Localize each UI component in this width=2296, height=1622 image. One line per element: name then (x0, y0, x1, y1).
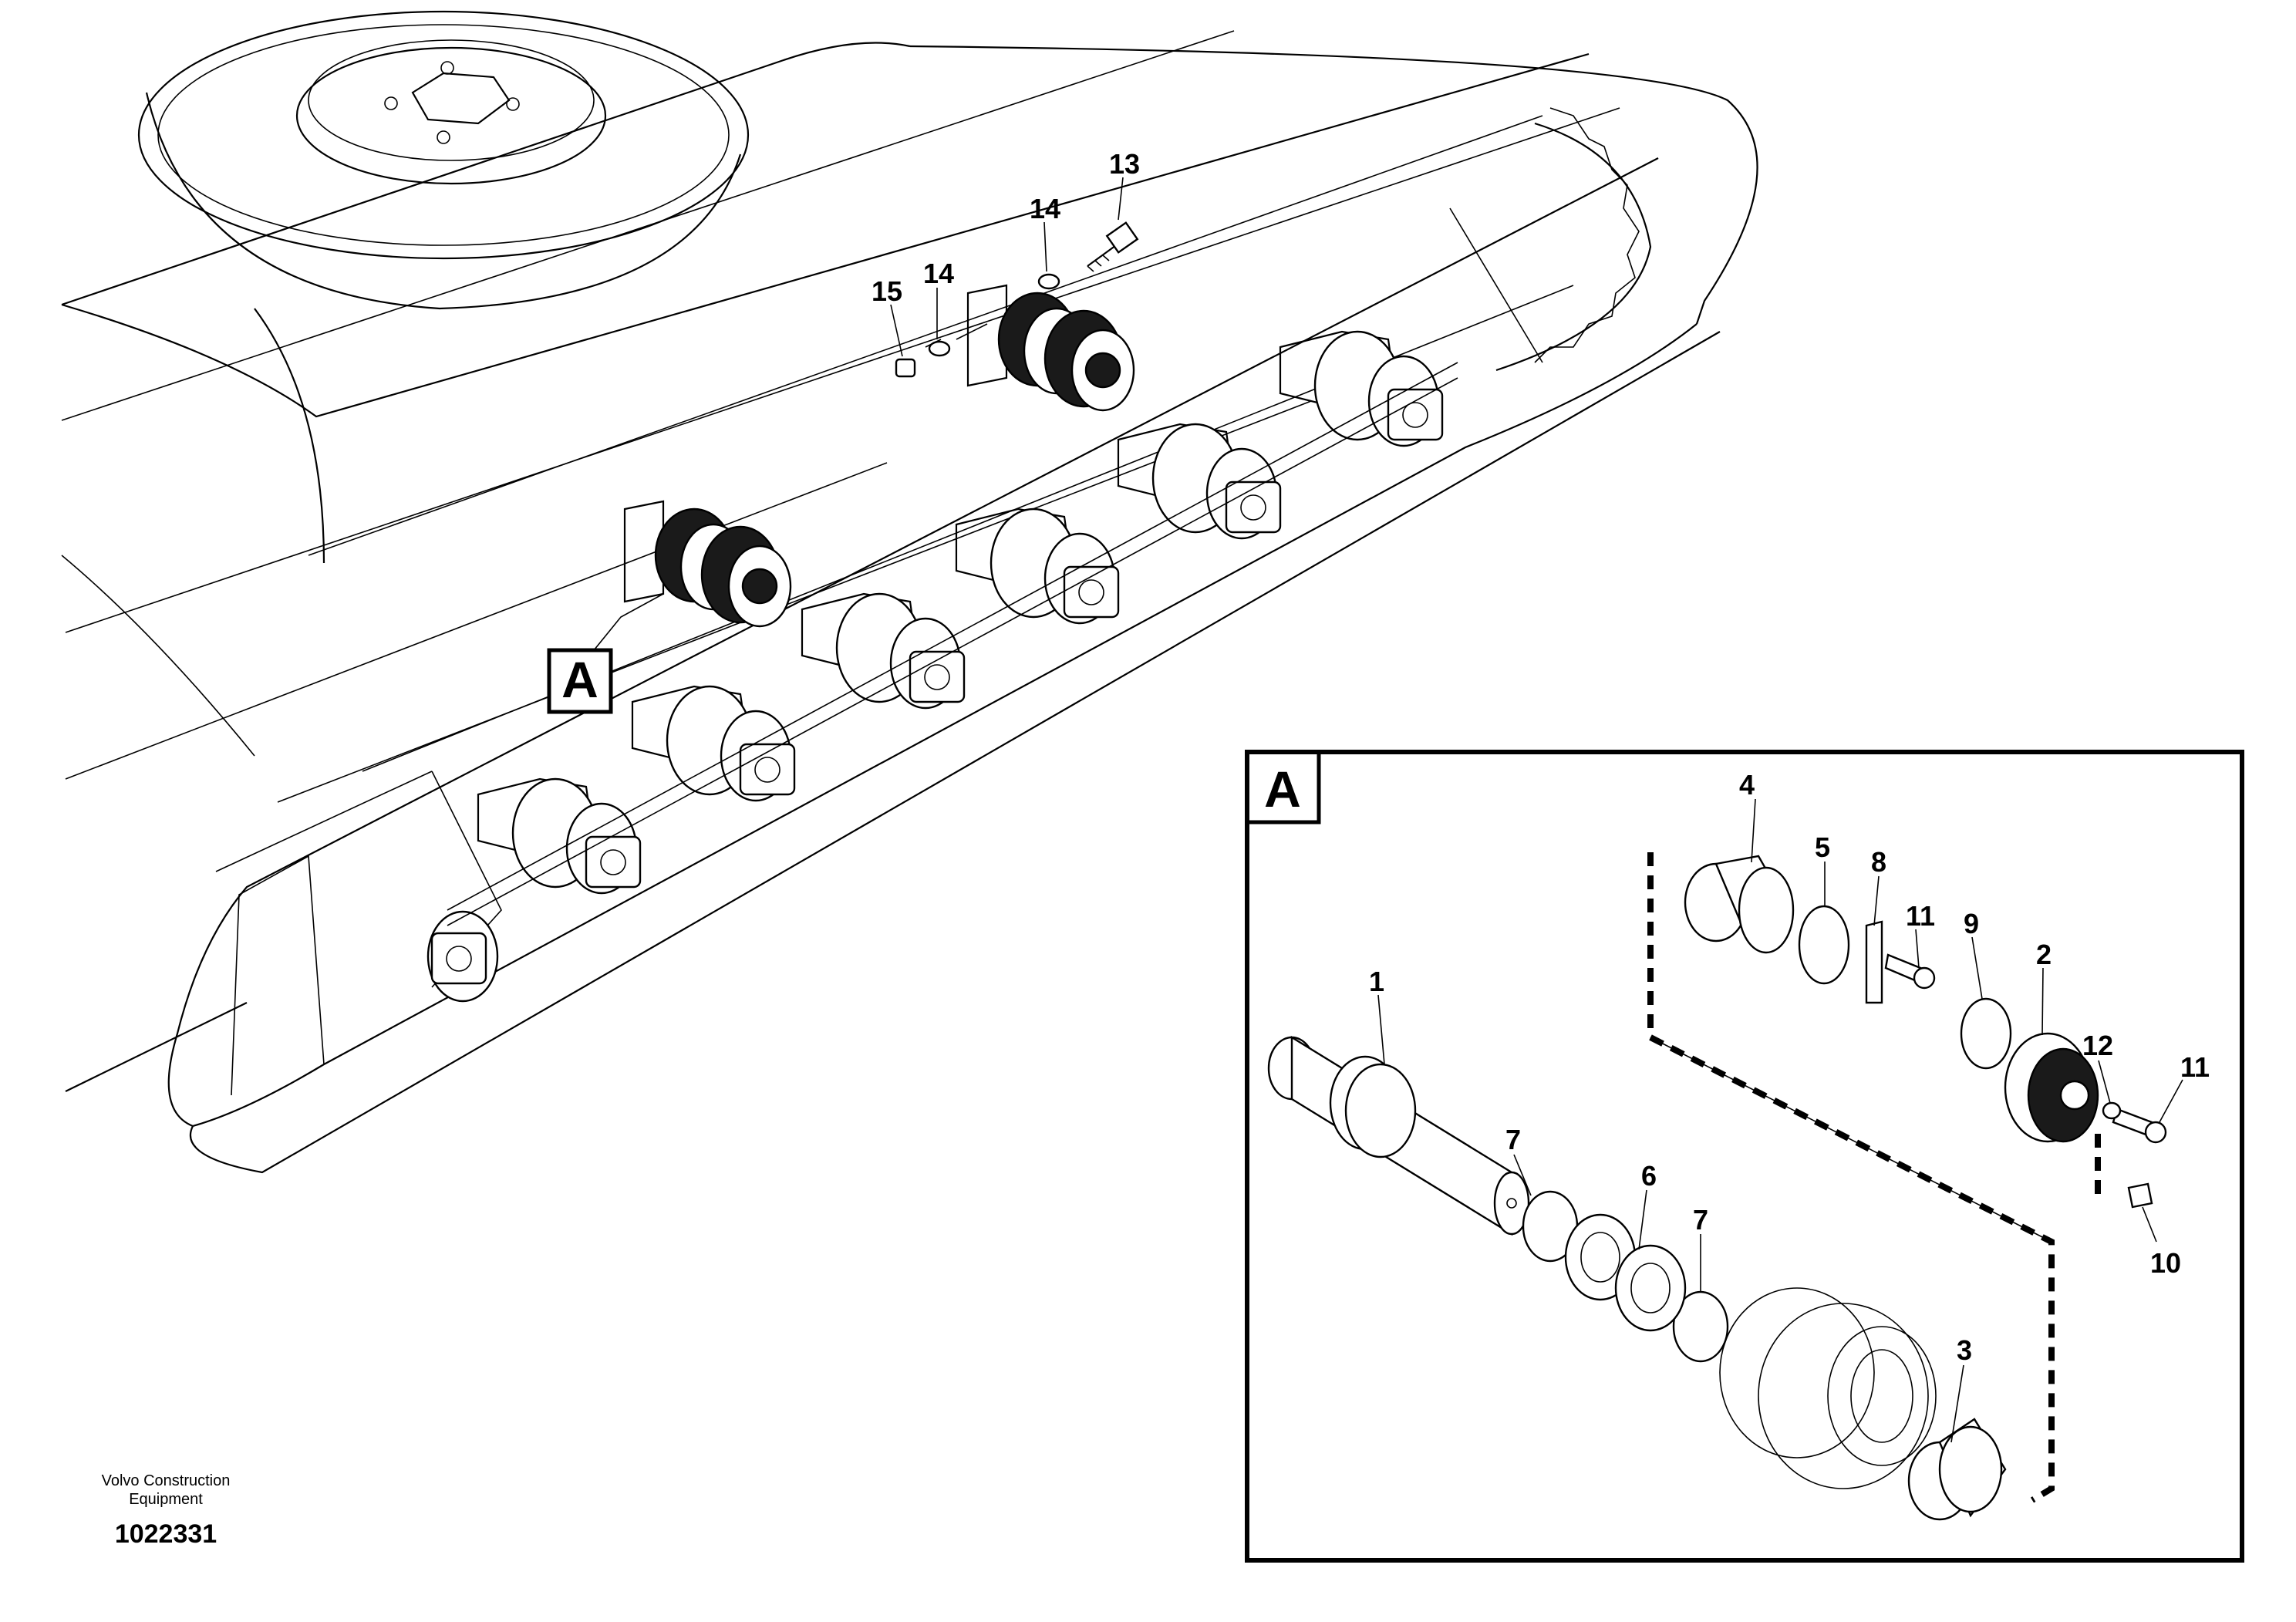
end-cap (2004, 1032, 2099, 1143)
sprocket-wheel (1449, 107, 1652, 372)
fastener-stack (895, 221, 1139, 378)
thrust-plate (1798, 905, 1850, 985)
bolt (2112, 1108, 2167, 1144)
callout-13: 13 (1109, 148, 1140, 180)
track-roller (631, 685, 796, 802)
detail-title: A (1264, 760, 1301, 818)
leader-lines (1377, 798, 2183, 1443)
callout-7-right: 7 (1693, 1204, 1708, 1236)
track-roller (477, 777, 642, 895)
callout-4: 4 (1739, 769, 1755, 801)
publisher-name-line1: Volvo Construction (101, 1472, 231, 1489)
callout-3: 3 (1957, 1334, 1972, 1366)
o-ring (1960, 997, 2012, 1070)
track-roller (955, 508, 1120, 625)
callout-1: 1 (1369, 966, 1384, 997)
callout-9: 9 (1964, 908, 1979, 939)
roller-body (1719, 1287, 1937, 1489)
lock-plate (1865, 920, 1883, 1004)
plug (2127, 1182, 2153, 1209)
callout-15: 15 (872, 275, 902, 307)
callout-8: 8 (1871, 846, 1886, 878)
final-drive-hub (137, 10, 750, 310)
drawing-number: 1022331 (114, 1519, 217, 1549)
bushing-top (1684, 855, 1795, 954)
callout-10: 10 (2150, 1247, 2181, 1279)
shaft (1267, 1035, 1530, 1236)
washer (2102, 1101, 2122, 1120)
track-roller (1279, 330, 1444, 447)
callout-12: 12 (2082, 1030, 2113, 1061)
track-roller (1117, 423, 1282, 540)
bushing (1907, 1418, 2007, 1521)
callout-11-upper: 11 (1906, 900, 1935, 932)
track-roller-row (426, 330, 1458, 1003)
bolt (1884, 953, 1936, 990)
callout-7-left: 7 (1505, 1124, 1521, 1155)
track-roller (426, 910, 499, 1003)
callout-5: 5 (1815, 831, 1830, 863)
callout-2: 2 (2036, 939, 2052, 970)
detail-box: A (1245, 750, 2244, 1563)
floating-seal (1614, 1244, 1687, 1332)
carrier-roller-highlighted-front (966, 284, 1135, 412)
track-roller (801, 592, 966, 710)
publisher-name-line2: Equipment (129, 1491, 203, 1508)
callout-14-lower: 14 (923, 258, 954, 289)
callout-11-lower: 11 (2180, 1051, 2210, 1083)
detail-marker: A (547, 648, 613, 714)
callout-6: 6 (1641, 1160, 1657, 1192)
overview-callouts: 13 14 14 15 (872, 148, 1140, 357)
callout-14-upper: 14 (1030, 193, 1060, 224)
detail-marker-label: A (561, 651, 598, 708)
carrier-roller-highlighted-rear (570, 500, 792, 679)
